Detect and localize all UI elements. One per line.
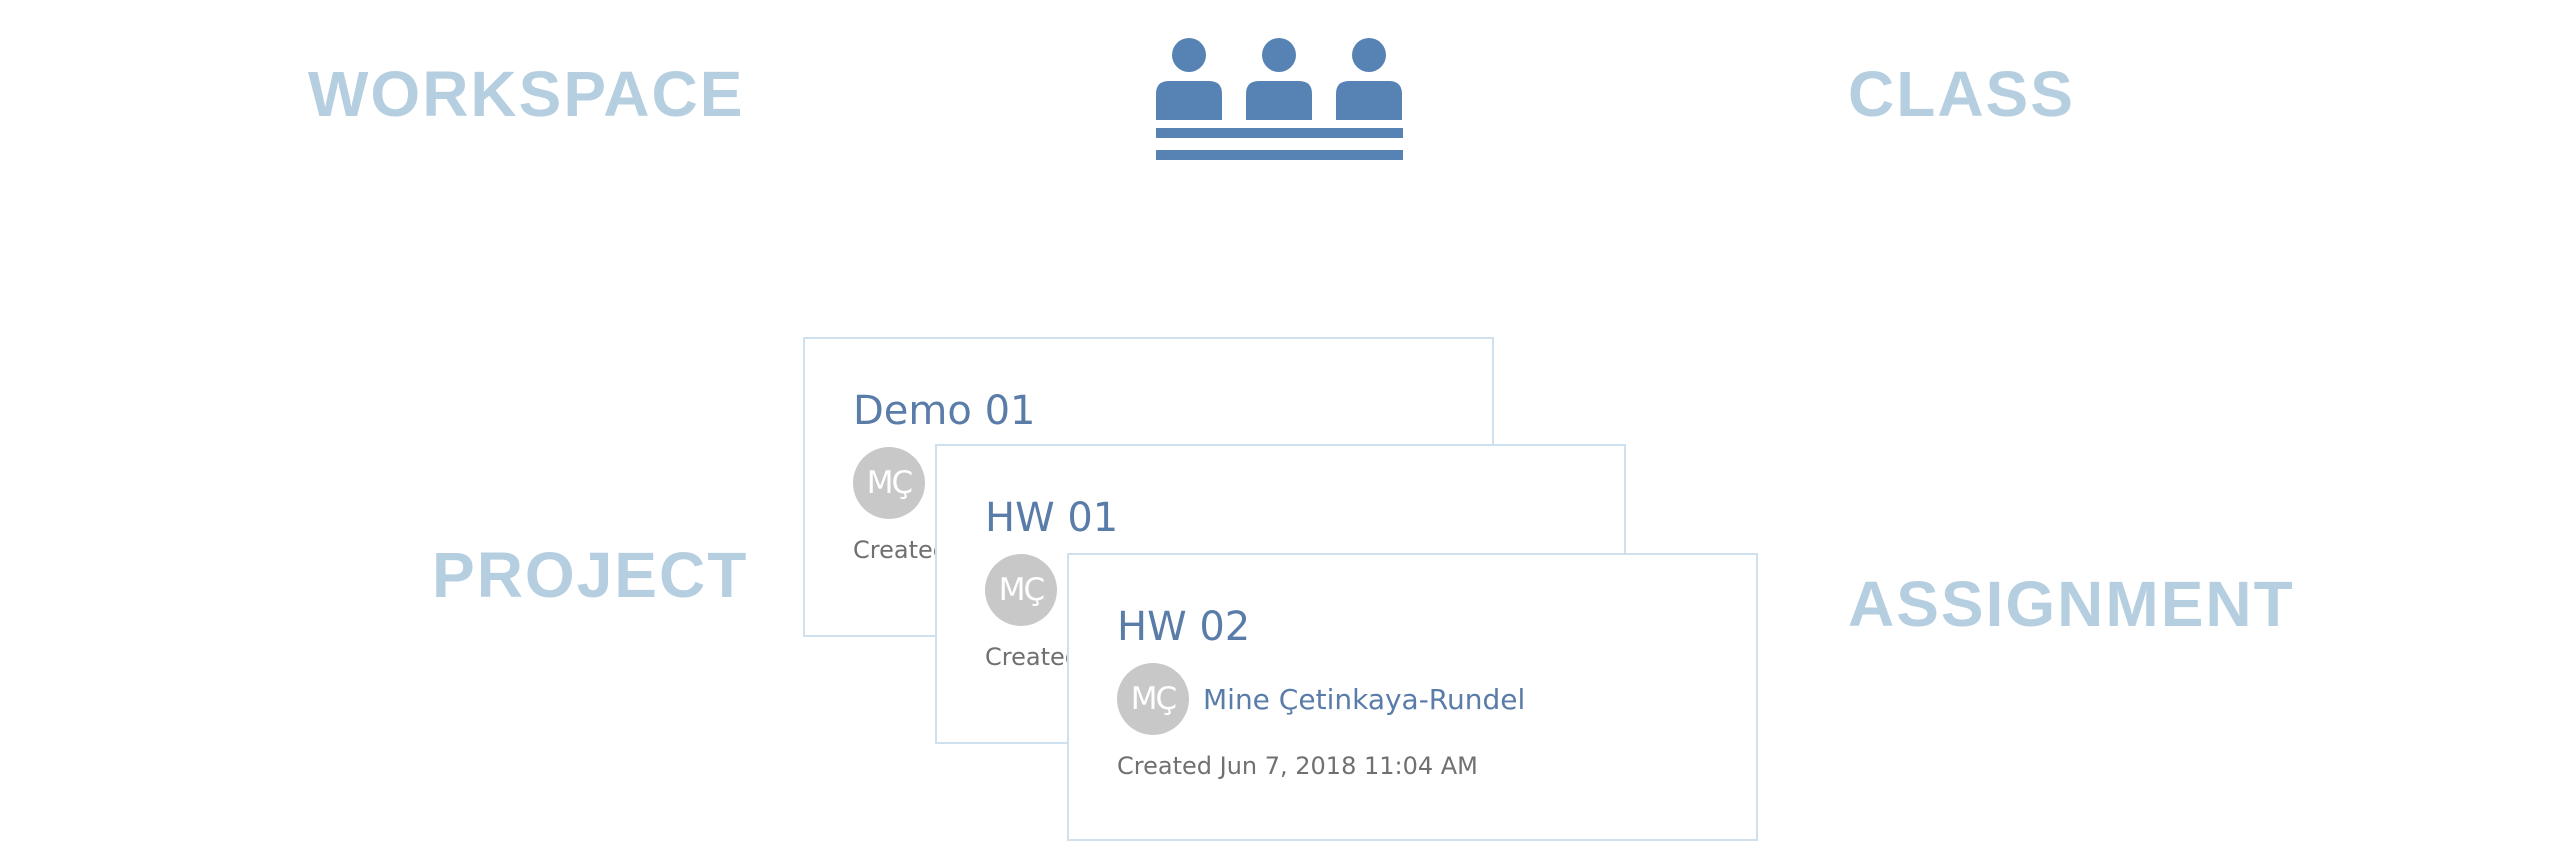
avatar: MÇ	[853, 447, 925, 519]
card-owner: MÇ	[985, 554, 1071, 626]
card-title[interactable]: Demo 01	[853, 388, 1036, 434]
desk-line-bottom	[1156, 150, 1403, 160]
card-title[interactable]: HW 02	[1117, 604, 1251, 650]
owner-name[interactable]: Mine Çetinkaya-Rundel	[1203, 682, 1526, 716]
term-project: PROJECT	[432, 539, 749, 611]
created-date: Created	[853, 536, 948, 564]
desk-line-top	[1156, 128, 1403, 138]
avatar: MÇ	[1117, 663, 1189, 735]
card-owner: MÇ Mine Çetinkaya-Rundel	[1117, 663, 1525, 735]
person-head-icon	[1172, 38, 1206, 72]
term-class: CLASS	[1848, 58, 2075, 130]
term-workspace: WORKSPACE	[308, 58, 745, 130]
created-date: Created Jun 7, 2018 11:04 AM	[1117, 752, 1478, 780]
project-card[interactable]: HW 02 MÇ Mine Çetinkaya-Rundel Created J…	[1067, 553, 1758, 841]
classroom-icon	[1156, 38, 1403, 160]
person-body-icon	[1246, 81, 1312, 120]
person-head-icon	[1262, 38, 1296, 72]
card-title[interactable]: HW 01	[985, 495, 1119, 541]
term-assignment: ASSIGNMENT	[1848, 568, 2295, 640]
person-head-icon	[1352, 38, 1386, 72]
card-owner: MÇ	[853, 447, 939, 519]
created-date: Created	[985, 643, 1080, 671]
person-body-icon	[1336, 81, 1402, 120]
avatar: MÇ	[985, 554, 1057, 626]
person-body-icon	[1156, 81, 1222, 120]
